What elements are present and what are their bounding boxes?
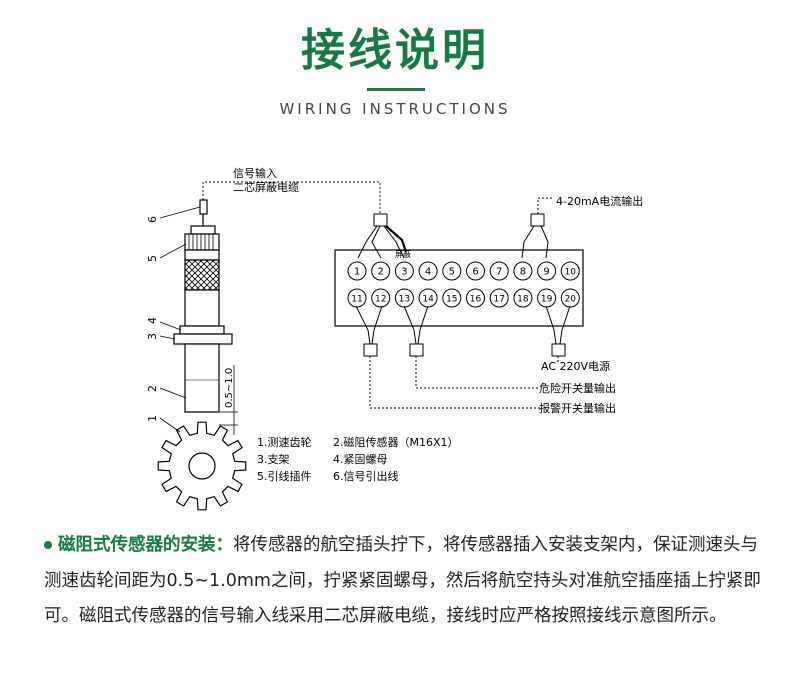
part-number-1: 1: [146, 415, 159, 422]
cable-label-line1: 信号输入: [233, 166, 277, 180]
terminal-number: 9: [543, 267, 549, 278]
terminal-number: 17: [493, 295, 504, 305]
terminal-circle: [442, 261, 462, 281]
terminal-circle: [466, 288, 485, 308]
terminal-number: 7: [496, 267, 502, 278]
description-text: 将传感器的航空插头拧下，将传感器插入安装支架内，保证测速头与测速齿轮间距为0.5…: [44, 535, 761, 626]
terminal-number: 14: [422, 295, 434, 305]
terminal-circle: [394, 261, 414, 281]
legend-item-3: 3.支架: [257, 453, 290, 466]
terminal-circle: [513, 288, 533, 308]
terminal-number: 18: [517, 295, 529, 305]
terminal-number: 4: [425, 267, 431, 278]
title-underline: [367, 88, 425, 91]
output-alarm-label: 报警开关量输出: [539, 401, 616, 415]
signal-cable: [202, 181, 381, 214]
terminal-number: 11: [351, 295, 362, 305]
legend-item-6: 6.信号引出线: [333, 469, 399, 483]
legend-item-4: 4.紧固螺母: [333, 453, 388, 466]
output-current-label: 4-20mA电流输出: [556, 194, 643, 208]
terminal-circle: [489, 288, 509, 308]
terminal-circle: [560, 288, 580, 308]
gap-dimension: 0.5~1.0: [224, 368, 235, 408]
terminal-number: 19: [541, 295, 553, 305]
terminal-circle: [560, 261, 580, 281]
terminal-circle: [371, 261, 391, 281]
terminal-circle: [442, 288, 462, 308]
terminal-number: 20: [565, 295, 577, 305]
gear-hub: [188, 452, 216, 480]
part-number-3: 3: [146, 333, 159, 340]
terminal-circle: [371, 288, 391, 308]
legend-item-5: 5.引线插件: [257, 469, 312, 483]
terminal-circle: [513, 261, 533, 281]
output-power-label: AC 220V电源: [541, 359, 610, 373]
terminal-number: 6: [472, 267, 478, 278]
page-title: 接线说明: [301, 25, 489, 76]
terminal-number: 10: [565, 268, 577, 278]
terminal-number: 15: [446, 295, 457, 305]
part-number-4: 4: [146, 317, 159, 324]
terminal-number: 12: [375, 295, 386, 305]
sensor-assembly: [159, 199, 238, 435]
cable-label-line2: 二芯屏蔽电缆: [233, 180, 299, 194]
page-subtitle: WIRING INSTRUCTIONS: [279, 100, 511, 118]
speed-gear: [157, 421, 247, 511]
part-number-5: 5: [146, 255, 159, 262]
terminal-number: 3: [401, 267, 407, 278]
terminal-circle: [466, 261, 485, 281]
terminal-number: 5: [449, 267, 455, 278]
shield-label: 屏蔽: [395, 249, 411, 259]
terminal-number: 8: [520, 267, 526, 278]
terminal-circle: [537, 261, 557, 281]
terminal-number: 16: [470, 295, 482, 305]
part-number-2: 2: [146, 385, 159, 392]
description-lead: 磁阻式传感器的安装：: [58, 535, 233, 555]
installation-description: 磁阻式传感器的安装：将传感器的航空插头拧下，将传感器插入安装支架内，保证测速头与…: [44, 528, 764, 635]
terminal-number: 13: [399, 295, 410, 305]
terminal-circle: [489, 261, 509, 281]
terminal-block: [334, 249, 584, 327]
part-number-6: 6: [146, 216, 159, 223]
terminal-circle: [347, 261, 367, 281]
terminal-number: 1: [354, 267, 360, 278]
legend-item-2: 2.磁阻传感器（M16X1）: [333, 436, 459, 449]
bullet-dot: [44, 541, 52, 549]
connector-wiring: [355, 197, 571, 409]
output-danger-label: 危险开关量输出: [539, 381, 616, 395]
terminal-circle: [418, 261, 438, 281]
legend-item-1: 1.测速齿轮: [257, 435, 312, 449]
terminal-number: 2: [378, 267, 384, 278]
